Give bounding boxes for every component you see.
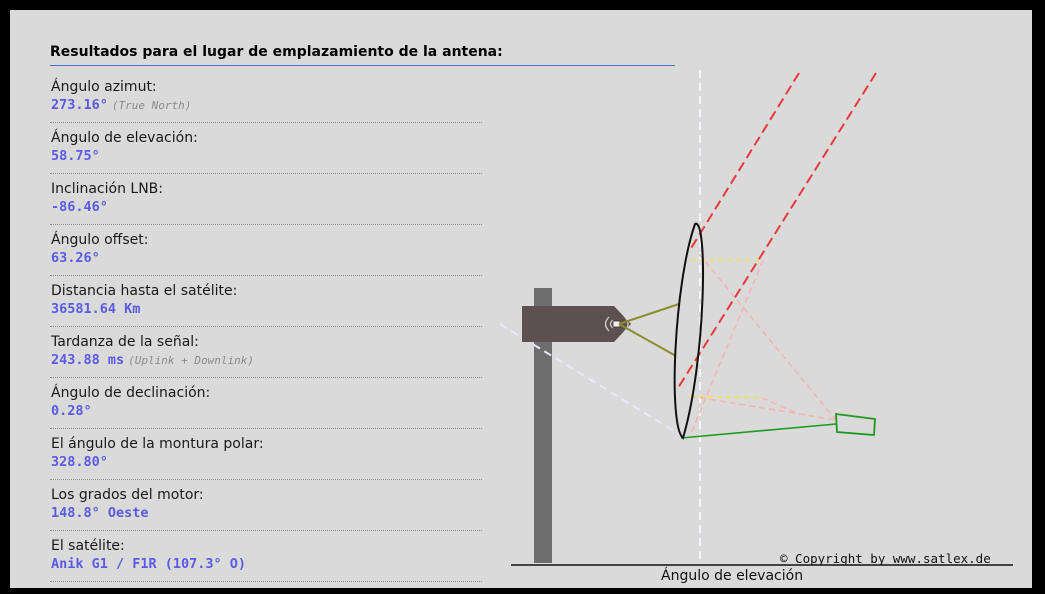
mount-head bbox=[522, 306, 631, 342]
value-text: 63.26° bbox=[51, 250, 100, 266]
result-value: 63.26° bbox=[51, 249, 482, 267]
result-distance: Distancia hasta el satélite: 36581.64 Km bbox=[50, 276, 482, 327]
result-value: 36581.64 Km bbox=[51, 300, 482, 318]
diagram-caption: Ángulo de elevación bbox=[661, 568, 804, 584]
result-value: 243.88 ms(Uplink + Downlink) bbox=[51, 351, 482, 370]
dish-elevation-diagram bbox=[499, 70, 1013, 566]
result-label: Ángulo offset: bbox=[51, 232, 149, 248]
result-value: 273.16°(True North) bbox=[51, 96, 482, 115]
result-value: -86.46° bbox=[51, 198, 482, 216]
result-value: 328.80° bbox=[51, 453, 482, 471]
value-text: 148.8° Oeste bbox=[51, 505, 149, 521]
copyright-notice: © Copyright by www.satlex.de bbox=[780, 551, 991, 566]
result-label: Tardanza de la señal: bbox=[51, 334, 199, 350]
signal-beams bbox=[677, 72, 877, 389]
results-title: Resultados para el lugar de emplazamient… bbox=[50, 44, 675, 66]
result-label: Ángulo de declinación: bbox=[51, 385, 211, 401]
mount-guide-line bbox=[499, 323, 683, 437]
results-panel: Resultados para el lugar de emplazamient… bbox=[10, 10, 1032, 588]
results-list: Ángulo azimut: 273.16°(True North) Ángul… bbox=[50, 72, 482, 582]
result-lnb-tilt: Inclinación LNB: -86.46° bbox=[50, 174, 482, 225]
mount-arm-lower bbox=[618, 323, 677, 357]
value-note: (True North) bbox=[111, 99, 192, 112]
focus-lines bbox=[689, 253, 837, 437]
result-satellite: El satélite: Anik G1 / F1R (107.3° O) bbox=[50, 531, 482, 582]
mount-arm-upper bbox=[618, 303, 680, 325]
result-label: Inclinación LNB: bbox=[51, 181, 163, 197]
result-elevation: Ángulo de elevación: 58.75° bbox=[50, 123, 482, 174]
satellite-dish bbox=[673, 222, 704, 440]
value-text: 273.16° bbox=[51, 97, 108, 113]
result-value: 148.8° Oeste bbox=[51, 504, 482, 522]
mount-spiral-icon bbox=[604, 315, 629, 333]
result-declination: Ángulo de declinación: 0.28° bbox=[50, 378, 482, 429]
value-note: (Uplink + Downlink) bbox=[128, 354, 254, 367]
result-value: 58.75° bbox=[51, 147, 482, 165]
result-label: Ángulo azimut: bbox=[51, 79, 157, 95]
result-label: El satélite: bbox=[51, 538, 125, 554]
result-value: Anik G1 / F1R (107.3° O) bbox=[51, 555, 482, 573]
mount-pivot bbox=[612, 320, 621, 328]
value-text: 328.80° bbox=[51, 454, 108, 470]
value-text: Anik G1 / F1R (107.3° O) bbox=[51, 556, 247, 572]
result-label: Distancia hasta el satélite: bbox=[51, 283, 238, 299]
result-motor-degrees: Los grados del motor: 148.8° Oeste bbox=[50, 480, 482, 531]
value-text: -86.46° bbox=[51, 199, 108, 215]
result-value: 0.28° bbox=[51, 402, 482, 420]
value-text: 0.28° bbox=[51, 403, 92, 419]
result-label: Ángulo de elevación: bbox=[51, 130, 198, 146]
result-signal-delay: Tardanza de la señal: 243.88 ms(Uplink +… bbox=[50, 327, 482, 378]
result-offset-angle: Ángulo offset: 63.26° bbox=[50, 225, 482, 276]
mount-pole bbox=[534, 288, 552, 563]
result-azimuth: Ángulo azimut: 273.16°(True North) bbox=[50, 72, 482, 123]
lnb-head bbox=[835, 412, 876, 436]
value-text: 36581.64 Km bbox=[51, 301, 141, 317]
result-polar-mount: El ángulo de la montura polar: 328.80° bbox=[50, 429, 482, 480]
value-text: 58.75° bbox=[51, 148, 100, 164]
result-label: Los grados del motor: bbox=[51, 487, 204, 503]
result-label: El ángulo de la montura polar: bbox=[51, 436, 264, 452]
lnb-arm bbox=[680, 423, 837, 439]
value-text: 243.88 ms bbox=[51, 352, 125, 368]
